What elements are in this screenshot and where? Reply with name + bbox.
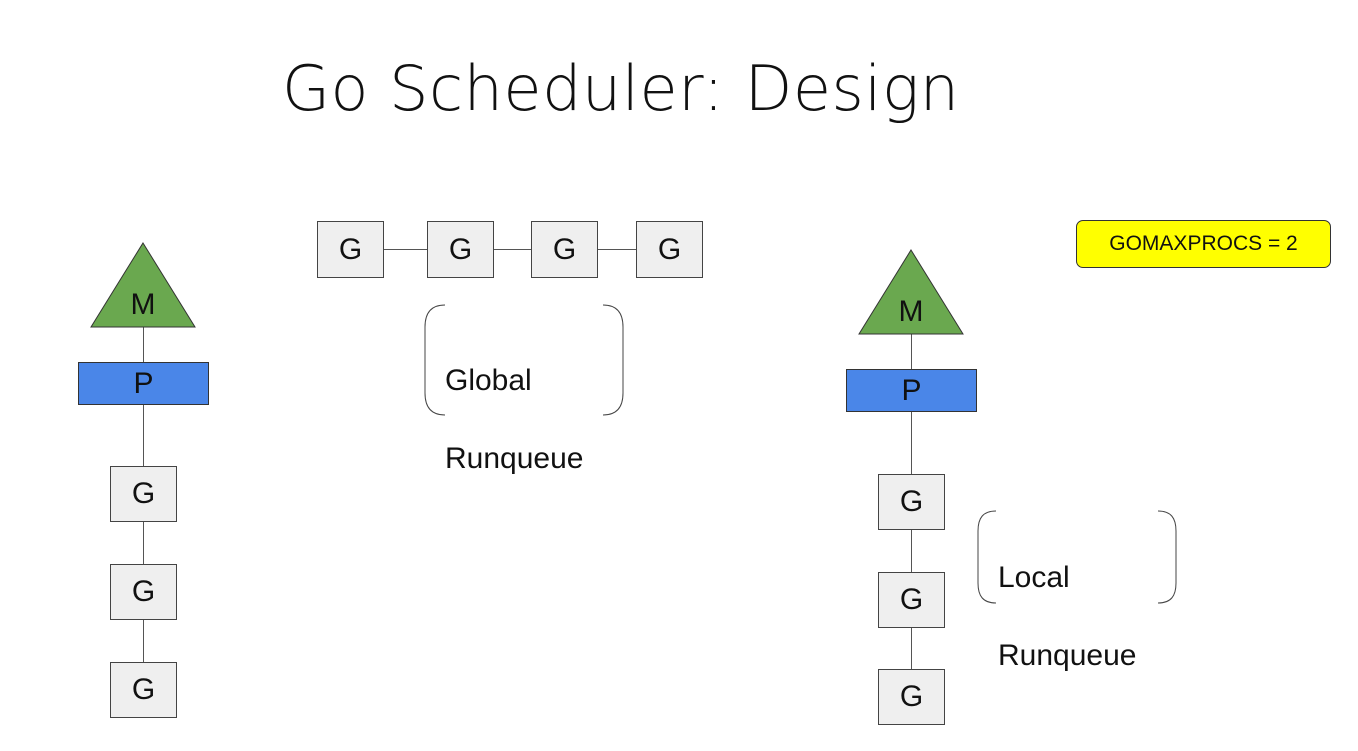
left-processor-label: P xyxy=(133,366,154,400)
right-goroutine-3: G xyxy=(878,669,945,725)
global-runqueue-line2: Runqueue xyxy=(445,442,584,475)
global-goroutine-2: G xyxy=(427,221,494,278)
local-runqueue-line1: Local xyxy=(998,561,1070,594)
goroutine-label: G xyxy=(131,477,156,510)
gomaxprocs-label: GOMAXPROCS = 2 xyxy=(1109,232,1298,255)
global-goroutine-4: G xyxy=(636,221,703,278)
local-runqueue-label: Local Runqueue xyxy=(998,519,1136,714)
goroutine-label: G xyxy=(899,680,924,713)
goroutine-label: G xyxy=(338,232,363,266)
global-queue-line xyxy=(350,249,670,250)
global-runqueue-brackets xyxy=(424,304,624,416)
goroutine-label: G xyxy=(657,232,682,266)
global-runqueue-label: Global Runqueue xyxy=(445,322,583,517)
right-goroutine-2: G xyxy=(878,572,945,628)
goroutine-label: G xyxy=(131,575,156,608)
left-machine-label: M xyxy=(130,288,156,321)
goroutine-label: G xyxy=(899,583,924,616)
global-goroutine-3: G xyxy=(531,221,598,278)
local-runqueue-brackets xyxy=(977,510,1177,604)
goroutine-label: G xyxy=(448,232,473,266)
left-goroutine-1: G xyxy=(110,466,177,522)
goroutine-label: G xyxy=(552,232,577,266)
right-processor-label: P xyxy=(901,373,922,407)
right-machine-label: M xyxy=(898,295,924,328)
left-processor: P xyxy=(78,362,209,405)
right-goroutine-1: G xyxy=(878,474,945,530)
left-goroutine-2: G xyxy=(110,564,177,620)
global-runqueue-line1: Global xyxy=(445,364,532,397)
left-machine-triangle xyxy=(90,242,196,328)
left-goroutine-3: G xyxy=(110,662,177,718)
goroutine-label: G xyxy=(899,485,924,518)
page-title: Go Scheduler: Design xyxy=(282,52,960,125)
right-processor: P xyxy=(846,369,977,412)
global-goroutine-1: G xyxy=(317,221,384,278)
local-runqueue-line2: Runqueue xyxy=(998,639,1137,672)
gomaxprocs-badge: GOMAXPROCS = 2 xyxy=(1076,220,1331,268)
right-machine-triangle xyxy=(858,249,964,335)
goroutine-label: G xyxy=(131,673,156,706)
